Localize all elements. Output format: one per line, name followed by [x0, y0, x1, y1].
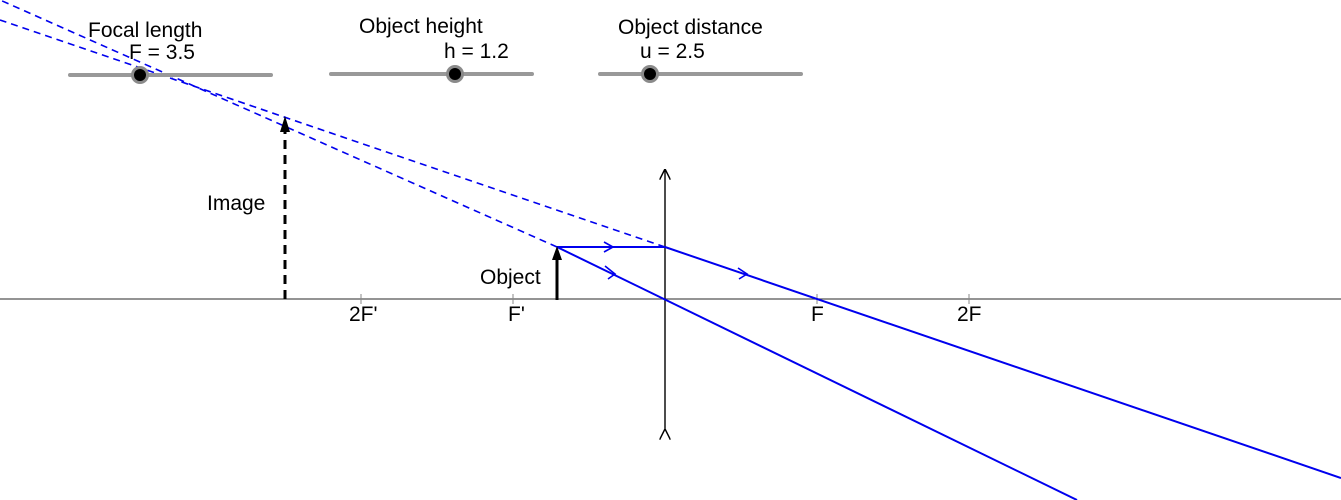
image-arrow-head: [280, 116, 290, 132]
slider-focal-value: F = 3.5: [129, 41, 195, 64]
image-label: Image: [207, 192, 265, 215]
slider-focal-title: Focal length: [88, 19, 202, 42]
label-2f: 2F: [957, 303, 982, 326]
ray-direction-chevron: [604, 265, 617, 280]
object-label: Object: [480, 266, 541, 289]
label-f: F: [811, 303, 824, 326]
virtual-ray-parallel: [0, 19, 666, 248]
label-f-prime: F': [508, 303, 525, 326]
slider-object-distance[interactable]: Object distance u = 2.5: [598, 16, 803, 83]
virtual-ray-central: [0, 0, 558, 248]
slider-distance-title: Object distance: [618, 16, 763, 39]
slider-height-value: h = 1.2: [444, 40, 509, 63]
ray-parallel-refracted: [664, 246, 1341, 479]
slider-focal-knob[interactable]: [131, 66, 149, 84]
slider-focal-length[interactable]: Focal length F = 3.5: [68, 19, 273, 84]
ray-direction-chevron: [737, 267, 749, 280]
ray-central: [556, 246, 1078, 500]
slider-distance-knob[interactable]: [641, 65, 659, 83]
slider-height-title: Object height: [359, 15, 483, 38]
label-2f-prime: 2F': [349, 303, 378, 326]
slider-distance-value: u = 2.5: [640, 40, 705, 63]
slider-height-knob[interactable]: [446, 65, 464, 83]
object-arrow-head: [552, 246, 562, 260]
ray-direction-chevron: [603, 241, 615, 253]
slider-object-height[interactable]: Object height h = 1.2: [329, 15, 534, 83]
